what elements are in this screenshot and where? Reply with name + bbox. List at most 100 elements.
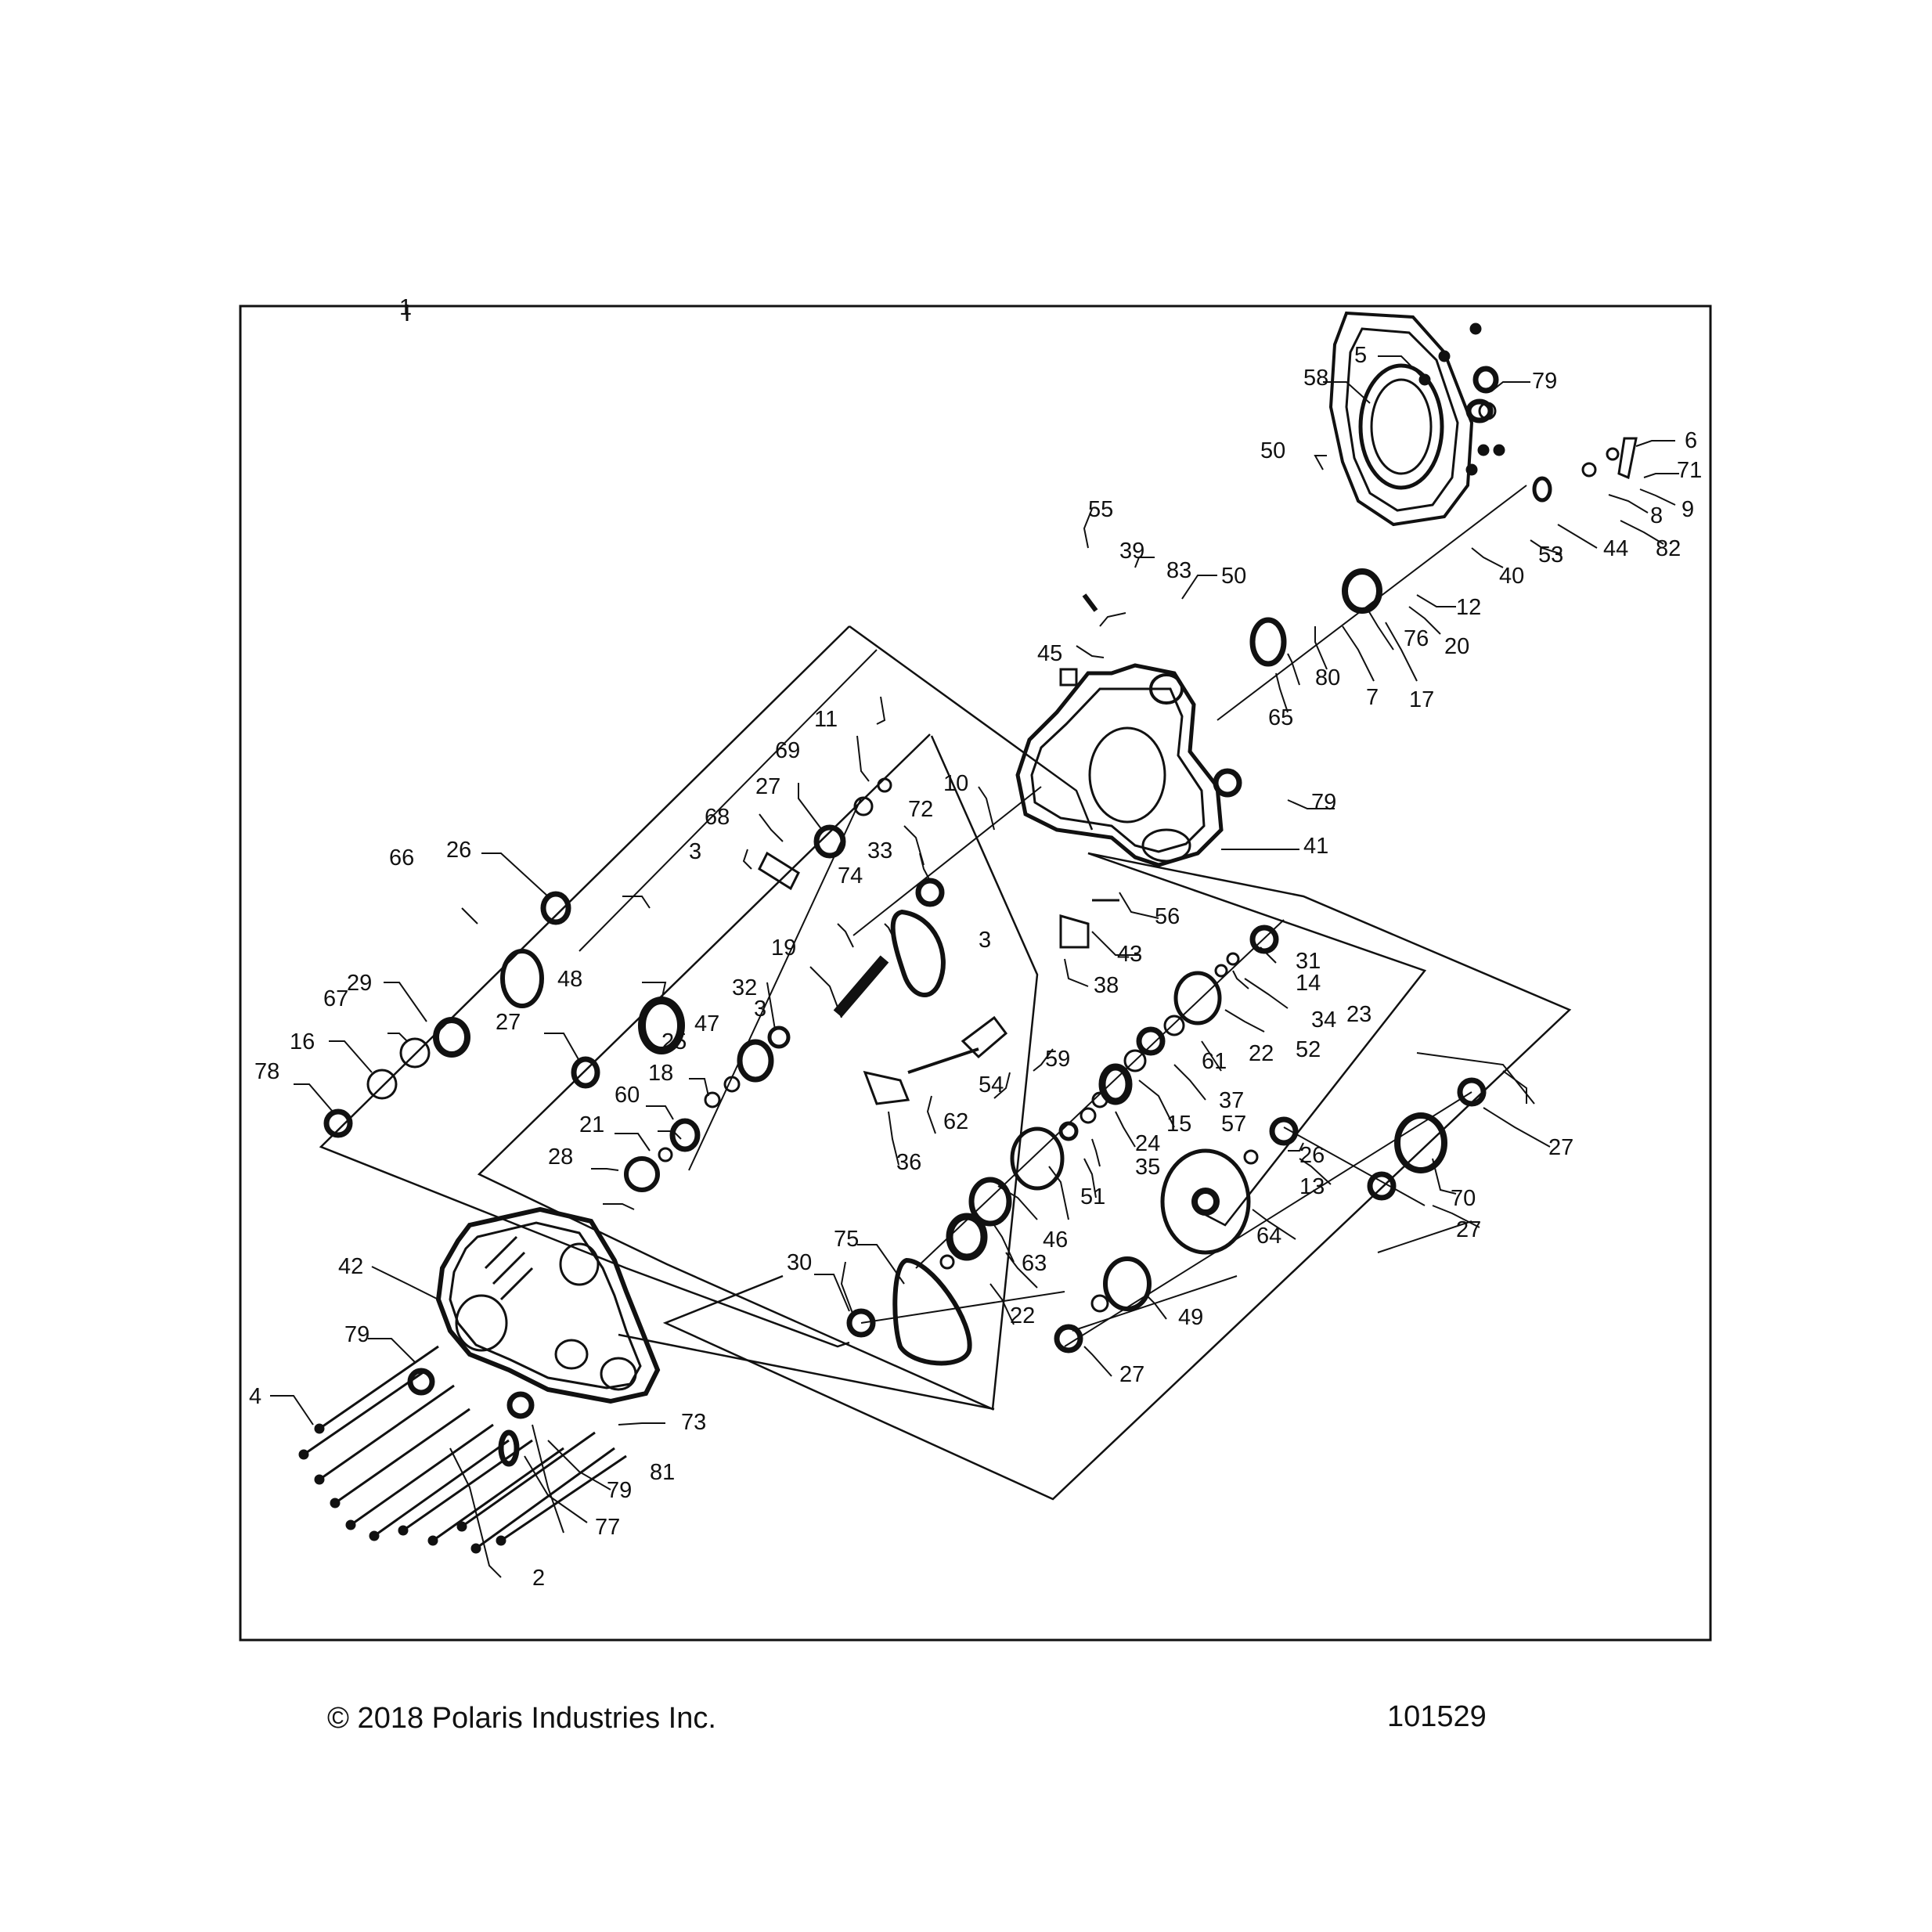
callout-44: 44 bbox=[1603, 536, 1628, 561]
front-case-bolts bbox=[298, 1345, 627, 1554]
callout-75: 75 bbox=[834, 1227, 859, 1252]
callout-21: 21 bbox=[579, 1112, 604, 1137]
callout-53: 53 bbox=[1538, 542, 1563, 568]
callout-41: 41 bbox=[1303, 834, 1328, 859]
callout-64: 64 bbox=[1256, 1224, 1281, 1249]
callout-31: 31 bbox=[1296, 949, 1321, 974]
callout-29: 29 bbox=[347, 971, 372, 996]
callout-81: 81 bbox=[650, 1460, 675, 1485]
callout-62: 62 bbox=[943, 1109, 968, 1134]
callout-32: 32 bbox=[732, 975, 757, 1000]
callout-71: 71 bbox=[1677, 458, 1702, 483]
callout-56: 56 bbox=[1155, 904, 1180, 929]
callout-leaders bbox=[270, 355, 1679, 1578]
callout-38: 38 bbox=[1094, 973, 1119, 998]
callout-27: 27 bbox=[1548, 1135, 1573, 1160]
callout-57: 57 bbox=[1221, 1112, 1246, 1137]
callout-8: 8 bbox=[1650, 503, 1663, 528]
callout-72: 72 bbox=[908, 797, 933, 822]
callout-3: 3 bbox=[979, 928, 991, 953]
callout-23: 23 bbox=[1346, 1002, 1372, 1027]
callout-33: 33 bbox=[867, 838, 892, 863]
callout-7: 7 bbox=[1366, 685, 1379, 710]
callout-17: 17 bbox=[1409, 687, 1434, 712]
callout-79: 79 bbox=[344, 1322, 369, 1347]
callout-37: 37 bbox=[1219, 1088, 1244, 1113]
callout-12: 12 bbox=[1456, 595, 1481, 620]
callout-46: 46 bbox=[1043, 1227, 1068, 1253]
callout-11: 11 bbox=[814, 707, 838, 732]
callout-55: 55 bbox=[1088, 497, 1113, 522]
callout-76: 76 bbox=[1404, 626, 1429, 651]
callout-63: 63 bbox=[1022, 1251, 1047, 1276]
callout-70: 70 bbox=[1451, 1186, 1476, 1211]
callout-27: 27 bbox=[1456, 1217, 1481, 1242]
callout-22: 22 bbox=[1249, 1041, 1274, 1066]
callout-79: 79 bbox=[1311, 790, 1336, 815]
callout-14: 14 bbox=[1296, 971, 1321, 996]
rear-cover-bolts bbox=[1418, 323, 1505, 476]
callout-20: 20 bbox=[1444, 634, 1469, 659]
callout-26: 26 bbox=[1299, 1143, 1325, 1168]
copyright-notice: © 2018 Polaris Industries Inc. bbox=[327, 1702, 716, 1735]
callout-25: 25 bbox=[661, 1029, 687, 1054]
callout-22: 22 bbox=[1010, 1303, 1035, 1328]
callout-43: 43 bbox=[1117, 942, 1142, 967]
callout-40: 40 bbox=[1499, 564, 1524, 589]
callout-66: 66 bbox=[389, 845, 414, 870]
callout-10: 10 bbox=[943, 771, 968, 796]
callout-42: 42 bbox=[338, 1254, 363, 1279]
callout-79: 79 bbox=[607, 1478, 632, 1503]
callout-59: 59 bbox=[1045, 1047, 1070, 1072]
callout-73: 73 bbox=[681, 1410, 706, 1435]
assembly-axis-lines bbox=[579, 485, 1527, 1347]
callout-13: 13 bbox=[1299, 1174, 1325, 1199]
callout-18: 18 bbox=[648, 1061, 673, 1086]
callout-67: 67 bbox=[323, 986, 348, 1011]
callout-54: 54 bbox=[979, 1072, 1004, 1098]
callout-19: 19 bbox=[771, 935, 796, 961]
callout-74: 74 bbox=[838, 863, 863, 889]
callout-78: 78 bbox=[254, 1059, 279, 1084]
callout-49: 49 bbox=[1178, 1305, 1203, 1330]
assembly-number: 1 bbox=[399, 295, 412, 320]
callout-30: 30 bbox=[787, 1250, 812, 1275]
callout-27: 27 bbox=[755, 774, 780, 799]
callout-6: 6 bbox=[1685, 428, 1697, 453]
callout-58: 58 bbox=[1303, 366, 1328, 391]
gear-and-bearing-parts bbox=[323, 366, 1638, 1467]
callout-26: 26 bbox=[446, 838, 471, 863]
callout-50: 50 bbox=[1260, 438, 1285, 463]
callout-4: 4 bbox=[249, 1384, 261, 1409]
callout-47: 47 bbox=[694, 1011, 719, 1036]
callout-24: 24 bbox=[1135, 1131, 1160, 1156]
callout-69: 69 bbox=[775, 738, 800, 763]
callout-68: 68 bbox=[705, 805, 730, 830]
callout-15: 15 bbox=[1166, 1112, 1191, 1137]
front-case-part bbox=[435, 1206, 661, 1404]
callout-82: 82 bbox=[1656, 536, 1681, 561]
callout-35: 35 bbox=[1135, 1155, 1160, 1180]
callout-16: 16 bbox=[290, 1029, 315, 1054]
callout-80: 80 bbox=[1315, 665, 1340, 690]
callout-51: 51 bbox=[1080, 1184, 1105, 1209]
callout-48: 48 bbox=[557, 967, 582, 992]
diagram-frame bbox=[239, 305, 1712, 1642]
callout-34: 34 bbox=[1311, 1007, 1336, 1033]
callout-28: 28 bbox=[548, 1144, 573, 1170]
callout-3: 3 bbox=[689, 839, 701, 864]
callout-60: 60 bbox=[615, 1083, 640, 1108]
subassembly-outlines bbox=[319, 625, 1572, 1501]
callout-27: 27 bbox=[496, 1010, 521, 1035]
callout-39: 39 bbox=[1119, 539, 1144, 564]
callout-61: 61 bbox=[1202, 1049, 1227, 1074]
callout-3: 3 bbox=[754, 997, 766, 1022]
callout-50: 50 bbox=[1221, 564, 1246, 589]
callout-9: 9 bbox=[1681, 497, 1694, 522]
rear-cover-part bbox=[1328, 311, 1474, 527]
center-case-part bbox=[1015, 663, 1224, 867]
callout-83: 83 bbox=[1166, 558, 1191, 583]
callout-36: 36 bbox=[896, 1150, 921, 1175]
